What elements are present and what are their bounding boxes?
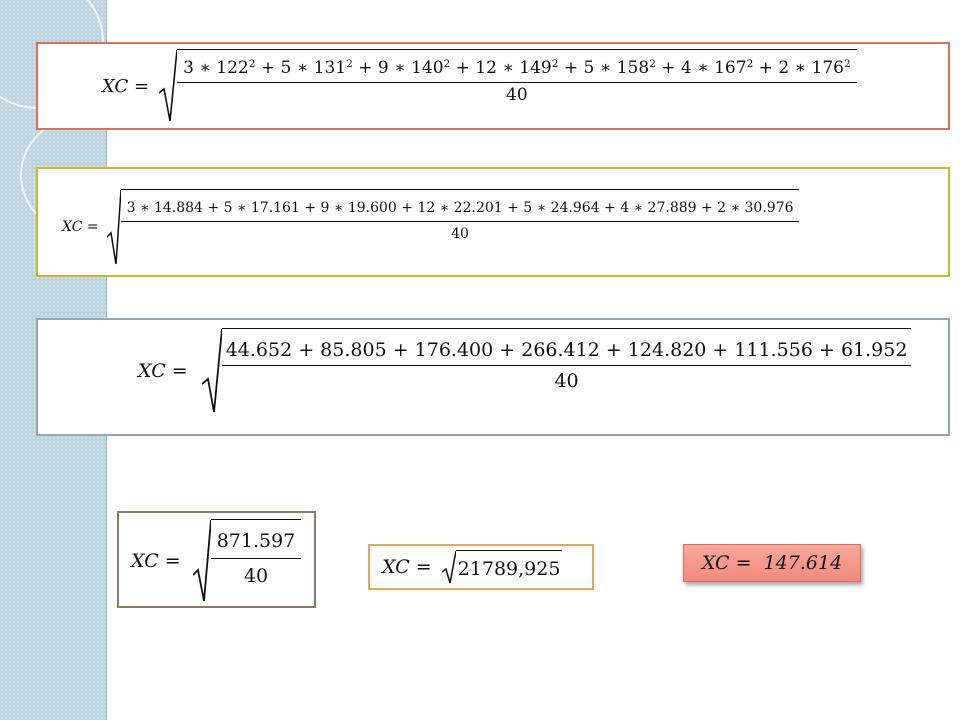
plus-operator: + xyxy=(558,58,584,78)
term-coefficient: 5 ∗ 158 xyxy=(583,58,650,78)
term-exponent: 2 xyxy=(443,58,451,71)
plus-operator: + xyxy=(352,58,378,78)
term-exponent: 2 xyxy=(248,58,256,71)
term-exponent: 2 xyxy=(346,58,353,71)
equation-1-term: 5 ∗ 1312 xyxy=(280,58,352,78)
equation-lhs: XC = xyxy=(138,360,188,382)
term-coefficient: 12 ∗ 149 xyxy=(475,58,552,78)
equation-lhs: XC = xyxy=(62,219,99,235)
radical-sign-icon xyxy=(106,189,121,265)
term-coefficient: 3 ∗ 122 xyxy=(183,58,249,78)
radical-sign-icon xyxy=(159,49,178,122)
radical-sign-icon xyxy=(201,328,222,413)
equation-4-denominator: 40 xyxy=(243,565,269,587)
term-exponent: 2 xyxy=(746,58,754,71)
plus-operator: + xyxy=(655,58,681,78)
equation-1-term: 9 ∗ 1402 xyxy=(378,58,450,78)
equation-box-5: XC = 21789,925 xyxy=(368,544,594,590)
equation-lhs: XC = xyxy=(102,75,150,97)
equation-1-numerator: 3 ∗ 1222 + 5 ∗ 1312 + 9 ∗ 1402 + 12 ∗ 14… xyxy=(177,50,857,83)
plus-operator: + xyxy=(753,58,779,78)
plus-operator: + xyxy=(450,58,476,78)
term-coefficient: 2 ∗ 176 xyxy=(778,58,844,78)
equation-1-term: 3 ∗ 1222 xyxy=(183,58,255,78)
equation-lhs: XC = xyxy=(382,556,432,578)
term-exponent: 2 xyxy=(649,58,656,71)
result-badge: XC = 147.614 xyxy=(683,544,861,582)
equation-lhs: XC = xyxy=(131,550,181,572)
equation-5-radicand: 21789,925 xyxy=(457,557,561,580)
term-coefficient: 5 ∗ 131 xyxy=(280,58,347,78)
equation-1-term: 2 ∗ 1762 xyxy=(778,58,850,78)
term-exponent: 2 xyxy=(843,58,851,71)
result-text: XC = 147.614 xyxy=(701,552,843,574)
equation-box-2: XC = 3 ∗ 14.884 + 5 ∗ 17.161 + 9 ∗ 19.60… xyxy=(36,167,950,277)
term-exponent: 2 xyxy=(551,58,559,71)
equation-1-term: 4 ∗ 1672 xyxy=(681,58,753,78)
equation-2-denominator: 40 xyxy=(451,226,469,242)
equation-1-denominator: 40 xyxy=(506,85,528,105)
equation-1-term: 5 ∗ 1582 xyxy=(584,58,656,78)
equation-3-numerator: 44.652 + 85.805 + 176.400 + 266.412 + 12… xyxy=(221,329,912,366)
equation-2-numerator: 3 ∗ 14.884 + 5 ∗ 17.161 + 9 ∗ 19.600 + 1… xyxy=(120,190,800,222)
equation-box-4: XC = 871.597 40 xyxy=(117,511,316,608)
equation-1-term: 12 ∗ 1492 xyxy=(475,58,558,78)
radical-sign-icon xyxy=(441,550,456,584)
plus-operator: + xyxy=(255,58,281,78)
term-coefficient: 9 ∗ 140 xyxy=(377,58,444,78)
equation-box-3: XC = 44.652 + 85.805 + 176.400 + 266.412… xyxy=(36,318,950,436)
term-coefficient: 4 ∗ 167 xyxy=(680,58,747,78)
equation-box-1: XC = 3 ∗ 1222 + 5 ∗ 1312 + 9 ∗ 1402 + 12… xyxy=(36,42,950,130)
equation-3-denominator: 40 xyxy=(554,370,579,392)
equation-4-numerator: 871.597 xyxy=(210,520,302,559)
radical-sign-icon xyxy=(192,519,211,602)
